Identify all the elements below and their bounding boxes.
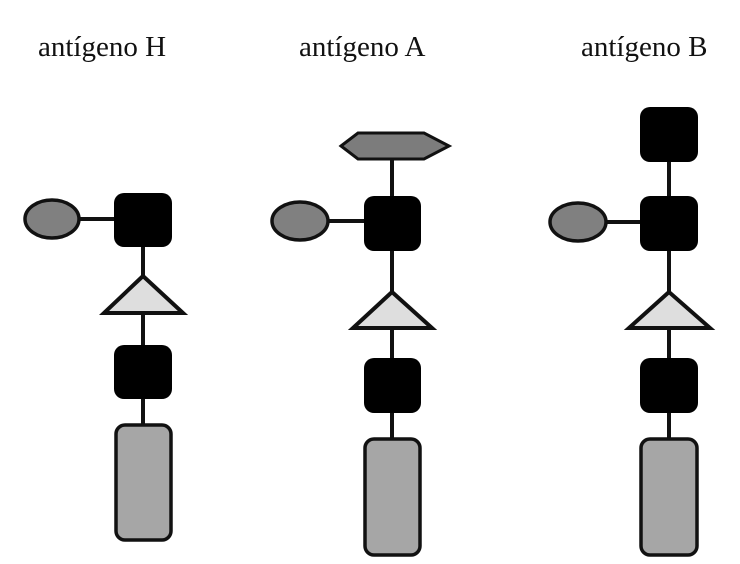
antigen-h-label: antígeno H: [38, 31, 167, 63]
galactose-square: [114, 193, 172, 247]
antigen-b-label: antígeno B: [581, 31, 708, 63]
antigen-a-structure: [270, 131, 453, 557]
triangle-sugar: [347, 289, 438, 330]
galactose-terminal-square: [640, 107, 698, 162]
triangle-sugar: [98, 273, 189, 315]
square-sugar-lower: [114, 345, 172, 399]
galactose-square: [364, 196, 421, 251]
fucose-ellipse: [23, 198, 81, 240]
square-sugar-lower: [640, 358, 698, 413]
fucose-ellipse: [270, 200, 330, 242]
base-rectangle: [114, 423, 173, 542]
n-acetylgalactosamine-hexagon: [338, 131, 453, 161]
antigen-b-structure: [548, 107, 716, 557]
base-rectangle: [639, 437, 699, 557]
base-rectangle: [363, 437, 422, 557]
antigen-a-label: antígeno A: [299, 31, 426, 63]
triangle-sugar: [623, 289, 716, 330]
square-sugar-lower: [364, 358, 421, 413]
fucose-ellipse: [548, 201, 608, 243]
galactose-square: [640, 196, 698, 251]
antigen-h-structure: [23, 193, 189, 542]
